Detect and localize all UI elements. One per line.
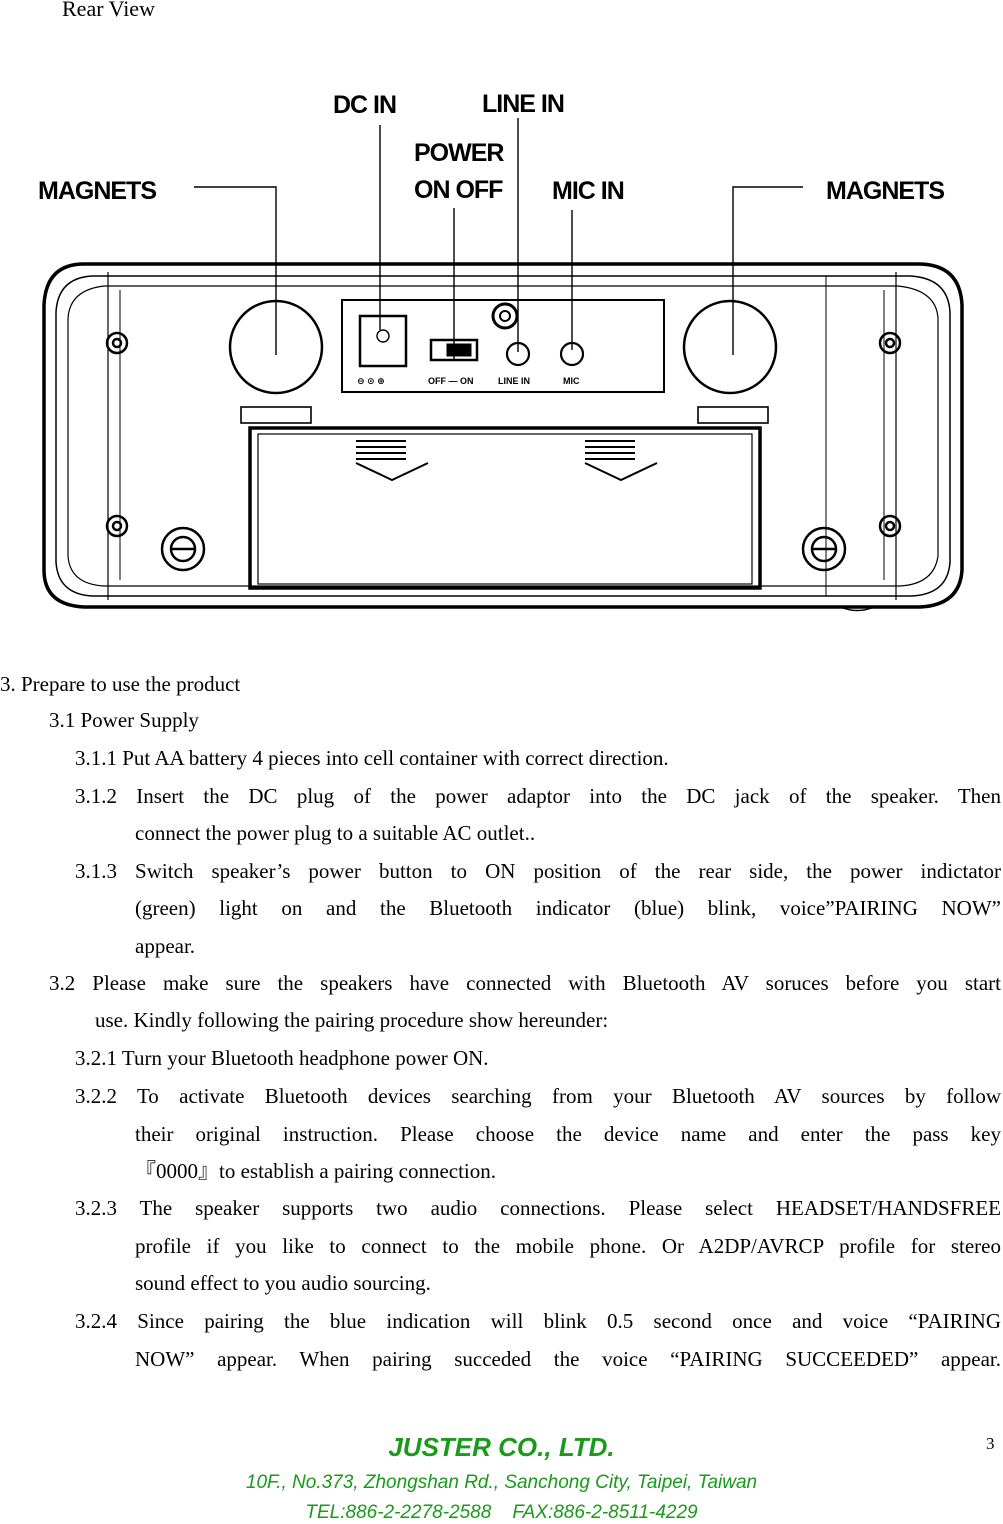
- panel-polarity-label: ⊖ ⊙ ⊕: [357, 376, 385, 386]
- paragraph-3-2-2-end: 『0000』to establish a pairing connection.: [135, 1159, 497, 1183]
- paragraph-3-2-1: 3.2.1 Turn your Bluetooth headphone powe…: [75, 1046, 489, 1070]
- panel-line-in-label: LINE IN: [498, 376, 530, 386]
- paragraph-3-1-3-cont: (green) light on and the Bluetooth indic…: [135, 896, 1001, 920]
- footer-contact: TEL:886-2-2278-2588 FAX:886-2-8511-4229: [305, 1502, 698, 1523]
- section-heading: 3. Prepare to use the product: [0, 672, 241, 696]
- callout-line-in: LINE IN: [482, 90, 564, 118]
- callout-mic-in: MIC IN: [552, 177, 624, 205]
- subsection-heading: 3.1 Power Supply: [49, 708, 199, 732]
- page-number: 3: [986, 1434, 995, 1453]
- speaker-body: [42, 262, 964, 612]
- paragraph-3-2-4-cont: NOW” appear. When pairing succeded the v…: [135, 1347, 1001, 1371]
- paragraph-3-2-2: 3.2.2 To activate Bluetooth devices sear…: [75, 1084, 1001, 1108]
- paragraph-3-2: 3.2 Please make sure the speakers have c…: [49, 971, 1001, 995]
- panel-switch-label: OFF — ON: [428, 376, 474, 386]
- paragraph-3-2-3-end: sound effect to you audio sourcing.: [135, 1271, 431, 1295]
- paragraph-3-1-1: 3.1.1 Put AA battery 4 pieces into cell …: [75, 746, 669, 770]
- rear-view-diagram: MAGNETS DC IN LINE IN POWER ON OFF MIC I…: [38, 90, 964, 612]
- paragraph-3-2-cont: use. Kindly following the pairing proced…: [95, 1008, 609, 1032]
- view-title: Rear View: [62, 0, 155, 21]
- paragraph-3-2-2-cont: their original instruction. Please choos…: [135, 1122, 1001, 1146]
- paragraph-3-1-2-cont: connect the power plug to a suitable AC …: [135, 821, 536, 845]
- footer-company-name: JUSTER CO., LTD.: [388, 1432, 615, 1462]
- paragraph-3-1-2: 3.1.2 Insert the DC plug of the power ad…: [75, 784, 1001, 808]
- callout-magnets-right: MAGNETS: [826, 177, 944, 205]
- callout-power: POWER: [414, 139, 504, 167]
- callout-magnets-left: MAGNETS: [38, 177, 156, 205]
- panel-mic-label: MIC: [563, 376, 580, 386]
- paragraph-3-1-3-end: appear.: [135, 934, 196, 958]
- paragraph-3-2-4: 3.2.4 Since pairing the blue indication …: [75, 1309, 1001, 1333]
- callout-on-off: ON OFF: [414, 176, 503, 204]
- paragraph-3-2-3: 3.2.3 The speaker supports two audio con…: [75, 1196, 1001, 1220]
- callout-dc-in: DC IN: [333, 91, 396, 119]
- paragraph-3-1-3: 3.1.3 Switch speaker’s power button to O…: [75, 859, 1001, 883]
- paragraph-3-2-3-cont: profile if you like to connect to the mo…: [135, 1234, 1001, 1258]
- footer-address: 10F., No.373, Zhongshan Rd., Sanchong Ci…: [245, 1472, 758, 1493]
